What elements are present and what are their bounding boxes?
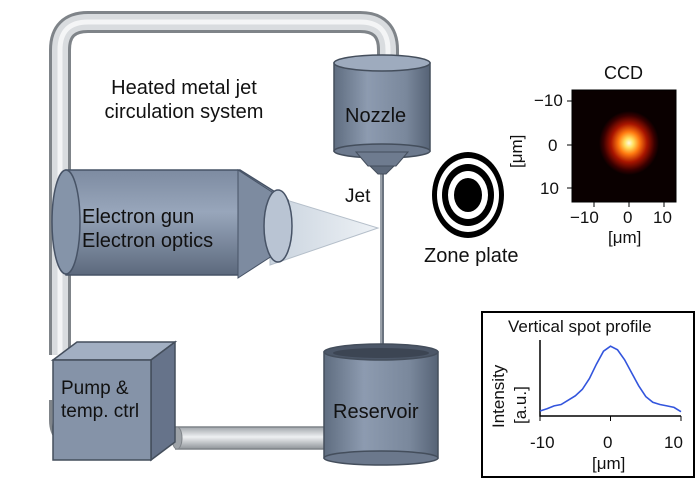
ccd-y-tick-2: 0 (548, 136, 558, 155)
zone-plate-label: Zone plate (424, 245, 519, 267)
ccd-y-tick-1: −10 (534, 91, 563, 110)
pump-box (50, 340, 178, 462)
system-label-line-1: Heated metal jet (111, 77, 257, 99)
nozzle (333, 54, 431, 175)
jet-label: Jet (345, 186, 371, 207)
electron-gun-label: Electron gun Electron optics (82, 207, 213, 251)
profile-x-tick-1: -10 (530, 433, 555, 452)
reservoir (323, 343, 439, 466)
profile-y-label-1: Intensity (489, 364, 508, 428)
electron-gun-label-line-2: Electron optics (82, 230, 214, 252)
profile-x-label: [μm] (592, 454, 626, 473)
profile-series-line (539, 345, 682, 413)
profile-x-tick-2: 0 (603, 433, 613, 452)
electron-gun-label-line-1: Electron gun (82, 206, 195, 228)
zone-plate (432, 152, 504, 238)
ccd-x-tick-3: 10 (653, 208, 672, 227)
ccd-x-label: [μm] (608, 228, 642, 247)
profile-y-label-2: [a.u.] (511, 386, 530, 424)
ccd-y-label: [μm] (507, 134, 526, 168)
system-label: Heated metal jet circulation system (84, 78, 284, 122)
system-label-line-2: circulation system (104, 101, 264, 123)
profile-plot (539, 340, 682, 421)
reservoir-label: Reservoir (333, 401, 419, 423)
electron-gun (51, 169, 293, 279)
ccd-x-tick-2: 0 (623, 208, 633, 227)
ccd-title: CCD (604, 63, 643, 83)
pump-label: Pump & temp. ctrl (61, 379, 139, 421)
pump-label-line-1: Pump & (61, 378, 129, 399)
ccd-y-tick-3: 10 (540, 179, 559, 198)
pump-label-line-2: temp. ctrl (61, 401, 140, 422)
profile-x-tick-3: 10 (664, 433, 683, 452)
ccd-image (567, 89, 677, 207)
ccd-x-tick-1: −10 (570, 208, 599, 227)
profile-plot-frame (481, 311, 695, 478)
nozzle-label: Nozzle (345, 105, 407, 127)
profile-title: Vertical spot profile (508, 317, 652, 336)
